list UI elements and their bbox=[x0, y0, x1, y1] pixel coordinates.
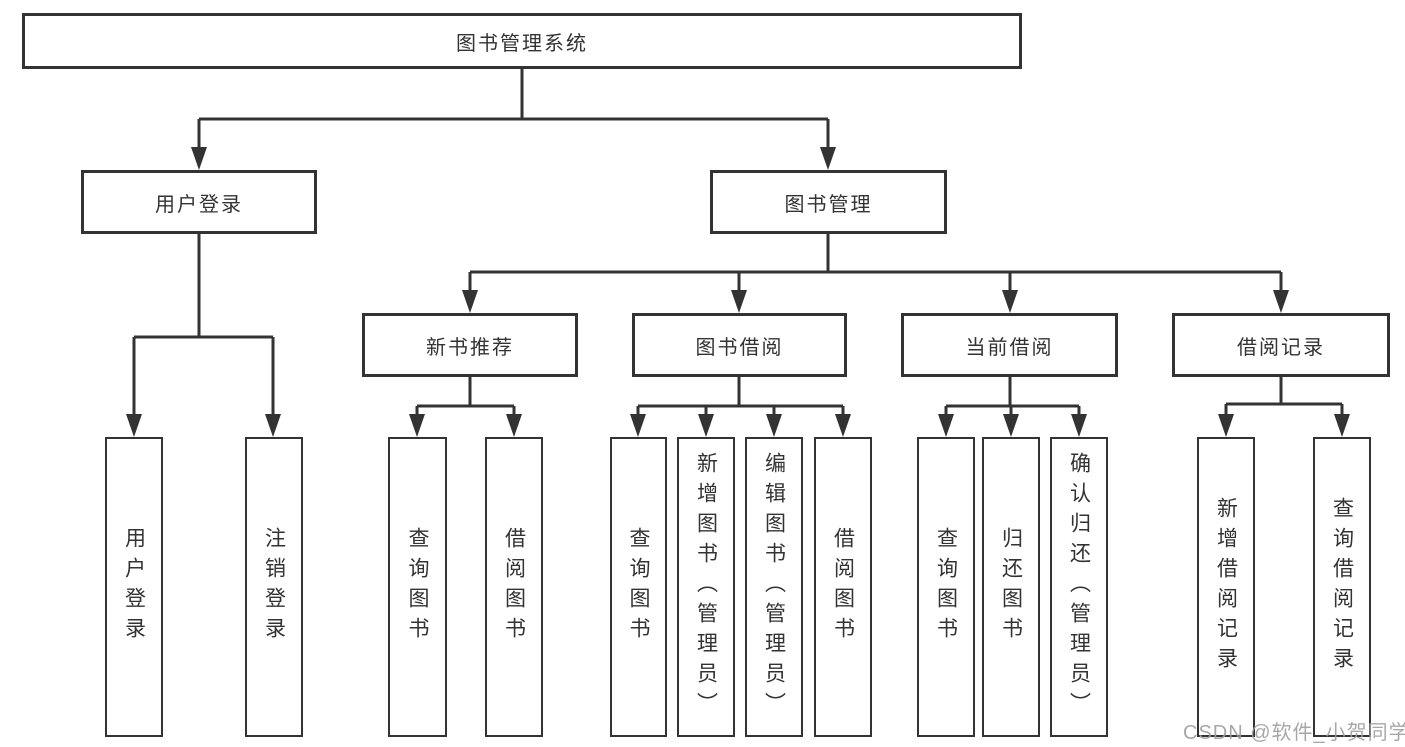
leaf-user-login-label: 用户登录 bbox=[122, 527, 146, 647]
node-user-login-label: 用户登录 bbox=[155, 193, 243, 216]
node-library-system-label: 图书管理系统 bbox=[456, 32, 588, 55]
node-borrowing-records-label: 借阅记录 bbox=[1237, 336, 1325, 359]
node-book-borrowing-label: 图书借阅 bbox=[695, 336, 784, 359]
node-library-system: 图书管理系统 bbox=[22, 13, 1022, 69]
leaf-borrow-books-recommend-label: 借阅图书 bbox=[502, 527, 526, 647]
leaf-add-books-admin-label: 新增图书（管理员） bbox=[694, 452, 718, 722]
leaf-query-borrow-record-label: 查询借阅记录 bbox=[1330, 497, 1354, 677]
leaf-borrow-books-recommend: 借阅图书 bbox=[485, 437, 543, 737]
leaf-borrow-books: 借阅图书 bbox=[814, 437, 872, 737]
node-book-management: 图书管理 bbox=[710, 170, 947, 234]
leaf-add-borrow-record: 新增借阅记录 bbox=[1197, 437, 1255, 737]
node-current-borrowing: 当前借阅 bbox=[901, 313, 1118, 377]
node-current-borrowing-label: 当前借阅 bbox=[965, 336, 1054, 359]
leaf-confirm-return-admin-label: 确认归还（管理员） bbox=[1067, 452, 1091, 722]
leaf-edit-books-admin-label: 编辑图书（管理员） bbox=[762, 452, 786, 722]
leaf-logout-label: 注销登录 bbox=[262, 527, 286, 647]
leaf-add-books-admin: 新增图书（管理员） bbox=[677, 437, 735, 737]
csdn-watermark: CSDN @软件_小贺同学 bbox=[1183, 722, 1405, 744]
leaf-query-books-borrow: 查询图书 bbox=[610, 437, 667, 737]
leaf-borrow-books-label: 借阅图书 bbox=[831, 527, 855, 647]
leaf-query-books-recommend: 查询图书 bbox=[388, 437, 447, 737]
leaf-edit-books-admin: 编辑图书（管理员） bbox=[745, 437, 803, 737]
node-user-login: 用户登录 bbox=[81, 170, 317, 234]
leaf-return-books: 归还图书 bbox=[982, 437, 1040, 737]
leaf-query-borrow-record: 查询借阅记录 bbox=[1313, 437, 1371, 737]
leaf-query-books-borrow-label: 查询图书 bbox=[627, 527, 650, 647]
leaf-return-books-label: 归还图书 bbox=[999, 527, 1023, 647]
node-new-book-recommend: 新书推荐 bbox=[362, 313, 578, 377]
leaf-logout: 注销登录 bbox=[245, 437, 303, 737]
leaf-query-books-recommend-label: 查询图书 bbox=[406, 527, 429, 647]
node-borrowing-records: 借阅记录 bbox=[1172, 313, 1390, 377]
leaf-user-login: 用户登录 bbox=[105, 437, 163, 737]
leaf-confirm-return-admin: 确认归还（管理员） bbox=[1050, 437, 1108, 737]
node-new-book-recommend-label: 新书推荐 bbox=[426, 336, 514, 359]
node-book-management-label: 图书管理 bbox=[784, 193, 873, 216]
leaf-add-borrow-record-label: 新增借阅记录 bbox=[1214, 497, 1238, 677]
leaf-query-books-current: 查询图书 bbox=[917, 437, 975, 737]
leaf-query-books-current-label: 查询图书 bbox=[934, 527, 958, 647]
node-book-borrowing: 图书借阅 bbox=[632, 313, 847, 377]
